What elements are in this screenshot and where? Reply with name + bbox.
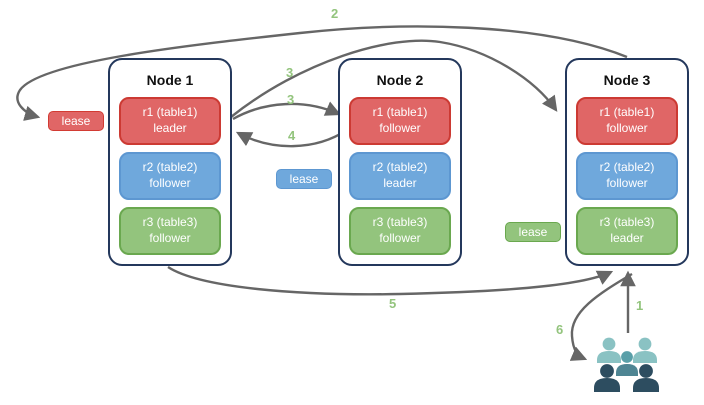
step-label-2: 2 <box>331 6 339 21</box>
step-label-4: 4 <box>288 128 296 143</box>
arrow-step-3-node1-to-node2 <box>232 101 342 121</box>
step-label-5: 5 <box>389 296 397 311</box>
node3-replica-r2: r2 (table2) follower <box>576 152 678 200</box>
replica-role: follower <box>379 231 421 245</box>
step-label-3a: 3 <box>286 65 294 80</box>
node3-replica-r1: r1 (table1) follower <box>576 97 678 145</box>
replica-name: r2 (table2) <box>372 160 428 175</box>
node-1-title: Node 1 <box>146 72 194 88</box>
replica-role: follower <box>149 231 191 245</box>
replica-name: r1 (table1) <box>142 105 198 120</box>
replica-role: leader <box>610 231 644 245</box>
replica-role: leader <box>153 121 187 135</box>
users-icon <box>594 337 659 392</box>
lease-badge-blue: lease <box>276 169 332 189</box>
replica-name: r2 (table2) <box>142 160 198 175</box>
node-2: Node 2 r1 (table1) follower r2 (table2) … <box>338 58 462 266</box>
replica-name: r2 (table2) <box>599 160 655 175</box>
node3-replica-r3: r3 (table3) leader <box>576 207 678 255</box>
step-label-6: 6 <box>556 322 564 337</box>
replica-name: r1 (table1) <box>599 105 655 120</box>
replica-name: r1 (table1) <box>372 105 428 120</box>
node1-replica-r2: r2 (table2) follower <box>119 152 221 200</box>
replica-role: leader <box>383 176 417 190</box>
replica-name: r3 (table3) <box>599 215 655 230</box>
node2-replica-r3: r3 (table3) follower <box>349 207 451 255</box>
node1-replica-r3: r3 (table3) follower <box>119 207 221 255</box>
node-3: Node 3 r1 (table1) follower r2 (table2) … <box>565 58 689 266</box>
node2-replica-r1: r1 (table1) follower <box>349 97 451 145</box>
lease-badge-green: lease <box>505 222 561 242</box>
replica-role: follower <box>606 176 648 190</box>
replica-role: follower <box>606 121 648 135</box>
node1-replica-r1: r1 (table1) leader <box>119 97 221 145</box>
replica-name: r3 (table3) <box>372 215 428 230</box>
lease-badge-red: lease <box>48 111 104 131</box>
node-3-title: Node 3 <box>603 72 651 88</box>
node-1: Node 1 r1 (table1) leader r2 (table2) fo… <box>108 58 232 266</box>
replica-name: r3 (table3) <box>142 215 198 230</box>
node-2-title: Node 2 <box>376 72 424 88</box>
replica-role: follower <box>149 176 191 190</box>
arrow-step-5-node1-to-node3 <box>167 265 614 296</box>
node2-replica-r2: r2 (table2) leader <box>349 152 451 200</box>
replica-role: follower <box>379 121 421 135</box>
arrow-step-6-node3-to-clients <box>569 272 633 361</box>
step-label-3b: 3 <box>287 92 295 107</box>
step-label-1: 1 <box>636 298 644 313</box>
